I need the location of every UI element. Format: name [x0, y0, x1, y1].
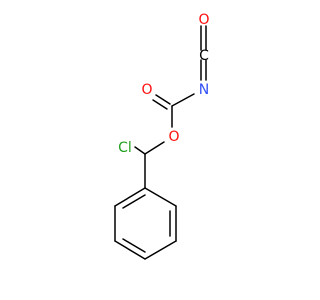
ring-bond-6: [114, 187, 146, 207]
ring-inner-2: [122, 238, 146, 253]
bond-carbonyl-double-1: [155, 94, 171, 105]
atom-oxygen-carbonyl: O: [141, 82, 152, 98]
atom-nitrogen: N: [199, 82, 209, 98]
ring-bond-4: [114, 240, 146, 260]
ring-bond-3: [144, 240, 177, 260]
ring-bond-1: [144, 187, 177, 207]
atom-oxygen-ester: O: [168, 129, 179, 145]
bond-ch-cl: [134, 146, 146, 155]
bond-n-carbonyl-c: [171, 93, 195, 107]
atom-chlorine: Cl: [118, 140, 132, 156]
bond-o-chcl: [144, 141, 165, 155]
bond-carbonyl-double-2: [152, 99, 168, 110]
atom-carbon-cumulene: C: [199, 48, 209, 64]
structure-canvas: O C N O O Cl: [114, 12, 210, 260]
molecule-structure-svg: O C N O O Cl: [114, 12, 210, 260]
ring-inner-3: [122, 194, 146, 209]
atom-oxygen-top: O: [198, 12, 209, 28]
